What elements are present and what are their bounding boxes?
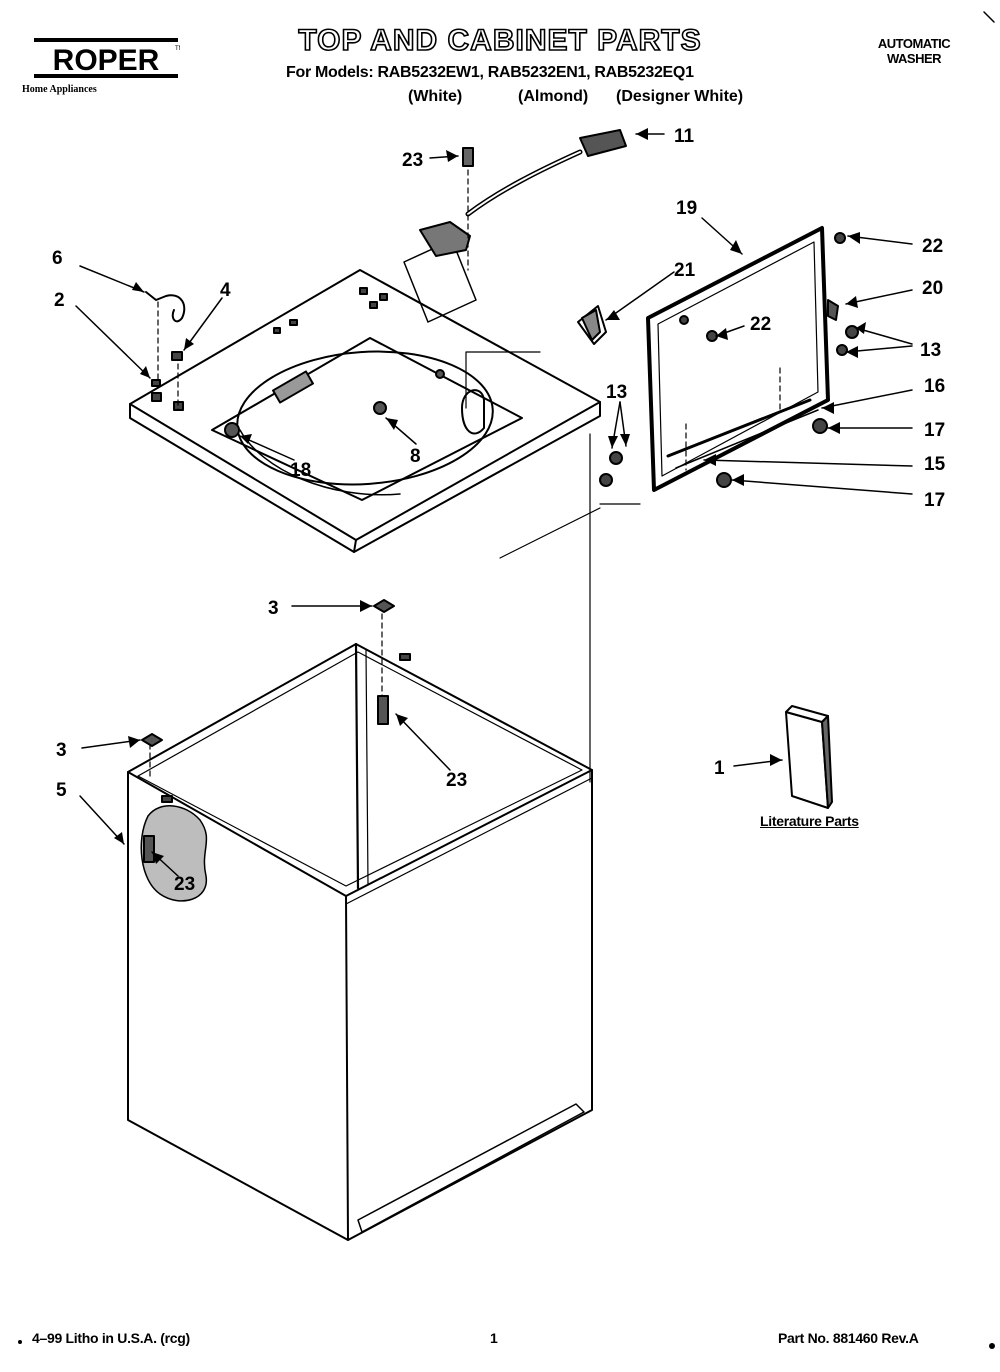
callout-19: 19 — [676, 198, 697, 219]
callout-arrowheads — [114, 128, 866, 864]
model-list: For Models: RAB5232EW1, RAB5232EN1, RAB5… — [286, 64, 694, 81]
callout-4: 4 — [220, 280, 231, 301]
roper-logo-icon: ROPER TM — [34, 38, 180, 78]
cabinet — [127, 642, 593, 1241]
alignment-lines — [149, 351, 641, 783]
product-type-line-1: AUTOMATIC — [877, 36, 951, 51]
literature-parts-label: Literature Parts — [760, 813, 859, 829]
callout-11: 11 — [674, 126, 695, 147]
callout-2: 2 — [54, 290, 65, 311]
brand-name: ROPER — [53, 44, 160, 77]
callout-labels: 1 2 3 3 4 5 6 8 11 13 13 15 16 17 17 18 … — [52, 126, 946, 895]
brand-tagline: Home Appliances — [22, 84, 97, 95]
cabinet-cap-3-front — [141, 733, 163, 747]
page-title: TOP AND CABINET PARTS — [298, 23, 702, 58]
callout-22-lower: 22 — [750, 314, 771, 335]
literature-booklet — [785, 705, 833, 809]
callout-3-front: 3 — [56, 740, 67, 761]
callout-23-top: 23 — [402, 150, 423, 171]
color-almond: (Almond) — [518, 88, 589, 105]
callout-20: 20 — [922, 278, 943, 299]
top-clip — [145, 291, 186, 411]
callout-23-cabinet: 23 — [446, 770, 467, 791]
callout-15: 15 — [924, 454, 946, 475]
callout-17-lower: 17 — [924, 490, 945, 511]
svg-text:TM: TM — [175, 46, 180, 52]
switch-harness-assembly — [403, 129, 627, 323]
callout-21: 21 — [674, 260, 696, 281]
callout-18: 18 — [290, 460, 311, 481]
callout-13-left: 13 — [606, 382, 627, 403]
corner-dot — [18, 1340, 22, 1344]
cabinet-cap-3-rear — [373, 599, 395, 613]
footer-page-number: 1 — [490, 1330, 498, 1346]
callout-5: 5 — [56, 780, 67, 801]
product-type: AUTOMATIC WASHER — [862, 36, 966, 66]
callout-13-right: 13 — [920, 340, 941, 361]
product-type-line-2: WASHER — [886, 51, 942, 66]
callout-8: 8 — [410, 446, 421, 467]
footer-print-info: 4–99 Litho in U.S.A. (rcg) — [32, 1330, 190, 1346]
top-panel — [129, 269, 601, 553]
brand-logo: ROPER TM — [32, 36, 180, 86]
callout-3-rear: 3 — [268, 598, 279, 619]
callout-16: 16 — [924, 376, 945, 397]
corner-dot — [989, 1343, 995, 1349]
color-white: (White) — [408, 88, 463, 105]
color-designer-white: (Designer White) — [616, 88, 744, 105]
corner-mark — [983, 11, 995, 23]
callout-22-upper: 22 — [922, 236, 943, 257]
callout-6: 6 — [52, 248, 63, 269]
footer-part-number: Part No. 881460 Rev.A — [778, 1330, 919, 1346]
callout-23-side: 23 — [174, 874, 195, 895]
lid-assembly — [577, 226, 859, 492]
callout-17-upper: 17 — [924, 420, 945, 441]
callout-1: 1 — [714, 758, 725, 779]
